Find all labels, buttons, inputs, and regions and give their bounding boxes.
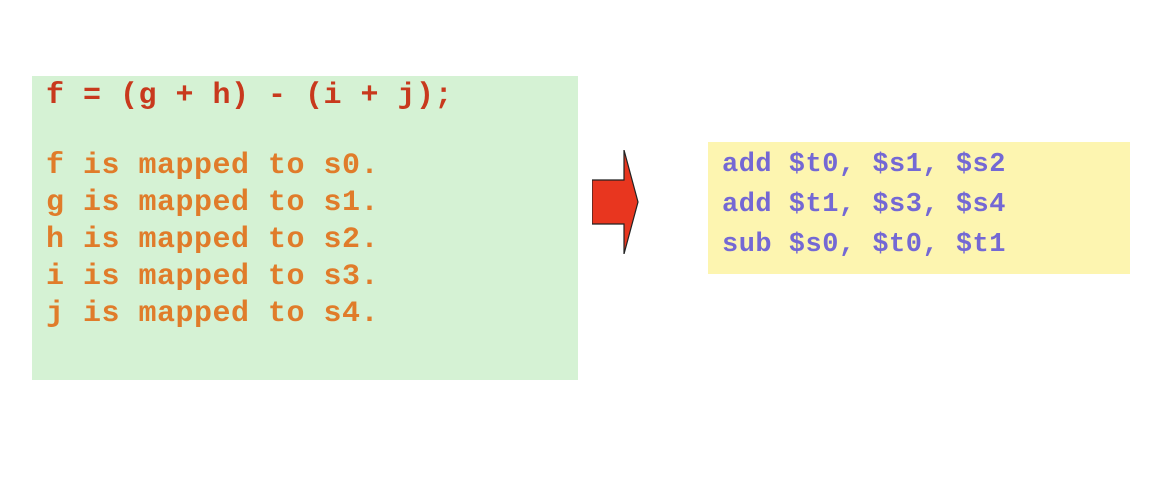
mapping-line-f: f is mapped to s0. — [46, 149, 380, 183]
source-code-panel — [32, 76, 578, 380]
mapping-line-i: i is mapped to s3. — [46, 260, 380, 294]
mapping-line-h: h is mapped to s2. — [46, 223, 380, 257]
assembly-line-1: add $t0, $s1, $s2 — [722, 150, 1006, 180]
mapping-line-g: g is mapped to s1. — [46, 186, 380, 220]
right-arrow-icon — [592, 150, 639, 254]
assembly-line-3: sub $s0, $t0, $t1 — [722, 230, 1006, 260]
source-expression: f = (g + h) - (i + j); — [46, 79, 454, 113]
assembly-panel — [708, 142, 1130, 274]
mapping-line-j: j is mapped to s4. — [46, 297, 380, 331]
assembly-line-2: add $t1, $s3, $s4 — [722, 190, 1006, 220]
